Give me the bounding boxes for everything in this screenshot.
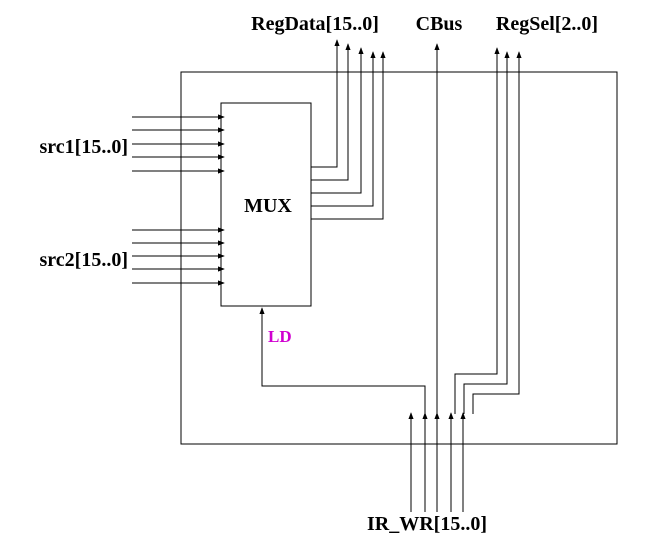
src1-label: src1[15..0] — [40, 136, 129, 158]
src2-input-wires — [132, 227, 225, 286]
regsel-wires — [454, 47, 522, 414]
ir-wr-input-wires — [408, 412, 466, 512]
ld-wire — [259, 307, 426, 414]
ld-label: LD — [268, 327, 292, 346]
mux-label: MUX — [244, 195, 292, 217]
regdata-output-wires — [311, 39, 386, 220]
regsel-label: RegSel[2..0] — [496, 13, 598, 35]
src2-label: src2[15..0] — [40, 249, 129, 271]
ir-wr-label: IR_WR[15..0] — [367, 513, 487, 535]
cbus-label: CBus — [416, 13, 463, 35]
regdata-label: RegData[15..0] — [251, 13, 379, 35]
src1-input-wires — [132, 114, 225, 174]
mux-block — [220, 102, 312, 307]
